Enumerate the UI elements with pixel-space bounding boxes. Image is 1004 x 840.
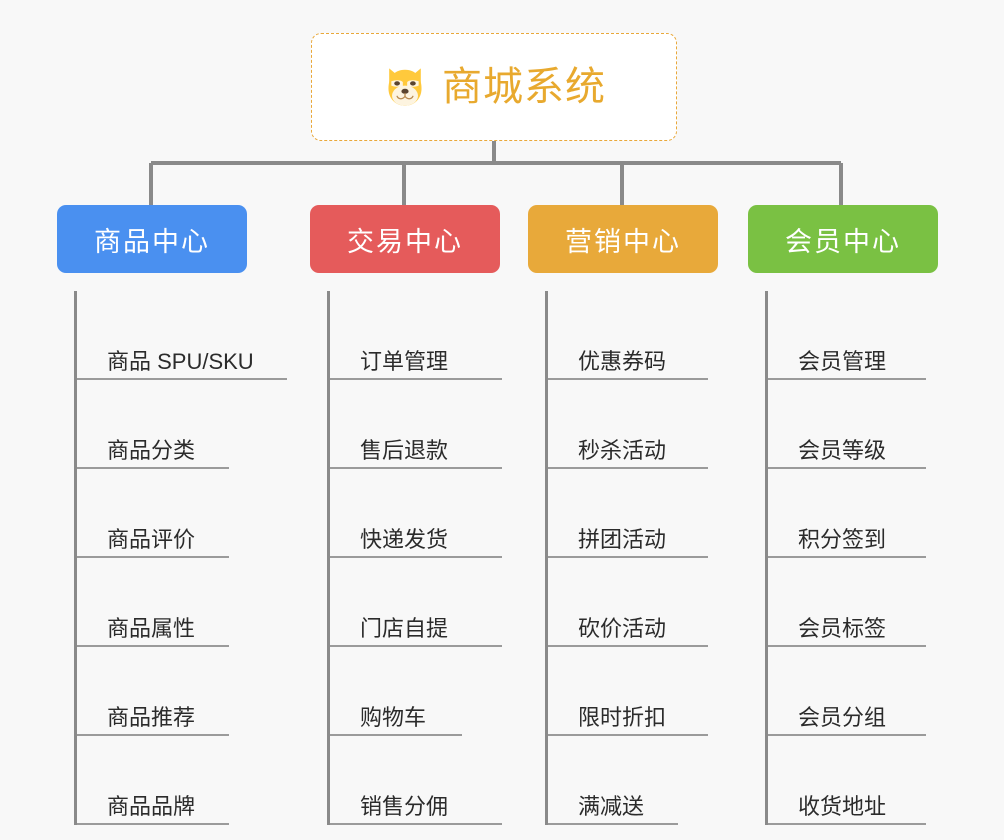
sub-item-rule xyxy=(548,378,708,380)
sub-item-rule xyxy=(77,645,229,647)
branch-card-label: 商品中心 xyxy=(94,226,210,257)
sub-item-label: 优惠券码 xyxy=(578,348,667,374)
sub-item-label: 门店自提 xyxy=(360,615,449,641)
branch-column-1: 交易中心 订单管理 售后退款 快递发货 门店自提 购物车 xyxy=(310,205,502,825)
sub-item[interactable]: 积分签到 xyxy=(768,469,938,558)
sub-item-label: 售后退款 xyxy=(360,437,449,463)
sub-item-label: 积分签到 xyxy=(798,526,887,552)
sub-item-rule xyxy=(330,467,502,469)
sub-item-rule xyxy=(548,467,708,469)
sub-item[interactable]: 快递发货 xyxy=(330,469,502,558)
sub-item-label: 商品分类 xyxy=(107,437,196,463)
sub-item[interactable]: 砍价活动 xyxy=(548,558,718,647)
sub-item-list-1: 订单管理 售后退款 快递发货 门店自提 购物车 销售分佣 xyxy=(327,291,502,825)
sub-item-rule xyxy=(768,823,926,825)
sub-item-rule xyxy=(330,823,502,825)
sub-item-rule xyxy=(77,734,229,736)
sub-item-label: 商品品牌 xyxy=(107,793,196,819)
sub-item-rule xyxy=(548,734,708,736)
sub-item[interactable]: 商品 SPU/SKU xyxy=(77,291,287,380)
sub-item-rule xyxy=(768,378,926,380)
sub-item[interactable]: 商品评价 xyxy=(77,469,254,558)
sub-item[interactable]: 商品属性 xyxy=(77,558,254,647)
sub-item-rule xyxy=(330,378,502,380)
sub-item[interactable]: 秒杀活动 xyxy=(548,380,718,469)
branch-column-0: 商品中心 商品 SPU/SKU 商品分类 商品评价 商品属性 商品推荐 xyxy=(57,205,287,825)
sub-item-label: 砍价活动 xyxy=(578,615,667,641)
branch-card-1[interactable]: 交易中心 xyxy=(310,205,500,273)
root-title: 商城系统 xyxy=(442,65,606,109)
sub-item-label: 收货地址 xyxy=(798,793,887,819)
sub-item[interactable]: 会员管理 xyxy=(768,291,938,380)
sub-item-label: 拼团活动 xyxy=(578,526,667,552)
sub-item-label: 会员标签 xyxy=(798,615,887,641)
sub-item[interactable]: 商品品牌 xyxy=(77,736,254,825)
sub-item[interactable]: 商品推荐 xyxy=(77,647,254,736)
sub-item-label: 会员管理 xyxy=(798,348,887,374)
sub-item[interactable]: 限时折扣 xyxy=(548,647,718,736)
sub-item[interactable]: 优惠券码 xyxy=(548,291,718,380)
branch-card-label: 交易中心 xyxy=(347,226,463,257)
sub-item[interactable]: 订单管理 xyxy=(330,291,502,380)
sub-item-label: 限时折扣 xyxy=(578,704,667,730)
sub-item-label: 快递发货 xyxy=(360,526,449,552)
sub-item-list-3: 会员管理 会员等级 积分签到 会员标签 会员分组 收货地址 xyxy=(765,291,938,825)
sub-item[interactable]: 满减送 xyxy=(548,736,718,825)
sub-item-label: 销售分佣 xyxy=(360,793,449,819)
branch-card-3[interactable]: 会员中心 xyxy=(748,205,938,273)
sub-item[interactable]: 拼团活动 xyxy=(548,469,718,558)
sub-item[interactable]: 商品分类 xyxy=(77,380,254,469)
branch-column-3: 会员中心 会员管理 会员等级 积分签到 会员标签 会员分组 xyxy=(748,205,938,825)
sub-item[interactable]: 会员等级 xyxy=(768,380,938,469)
root-node[interactable]: 商城系统 xyxy=(311,33,677,141)
sub-item[interactable]: 会员标签 xyxy=(768,558,938,647)
sub-item-label: 秒杀活动 xyxy=(578,437,667,463)
sub-item-label: 订单管理 xyxy=(360,348,449,374)
sub-item-rule xyxy=(330,734,462,736)
sub-item-rule xyxy=(77,823,229,825)
sub-item[interactable]: 售后退款 xyxy=(330,380,502,469)
sub-item-rule xyxy=(330,645,502,647)
sub-item-label: 会员等级 xyxy=(798,437,887,463)
sub-item-label: 满减送 xyxy=(578,793,645,819)
sub-item-list-0: 商品 SPU/SKU 商品分类 商品评价 商品属性 商品推荐 商品品牌 xyxy=(74,291,287,825)
sub-item-label: 商品推荐 xyxy=(107,704,196,730)
sub-item-label: 商品属性 xyxy=(107,615,196,641)
sub-item-rule xyxy=(548,823,678,825)
sub-item-rule xyxy=(768,645,926,647)
sub-item-rule xyxy=(77,378,287,380)
sub-item-rule xyxy=(768,734,926,736)
branch-column-2: 营销中心 优惠券码 秒杀活动 拼团活动 砍价活动 限时折扣 xyxy=(528,205,718,825)
sub-item-label: 会员分组 xyxy=(798,704,887,730)
sub-item[interactable]: 销售分佣 xyxy=(330,736,502,825)
sub-item-rule xyxy=(548,645,708,647)
sub-item[interactable]: 收货地址 xyxy=(768,736,938,825)
branch-card-2[interactable]: 营销中心 xyxy=(528,205,718,273)
sub-item[interactable]: 会员分组 xyxy=(768,647,938,736)
sub-item-rule xyxy=(77,556,229,558)
dog-face-icon xyxy=(388,68,422,106)
sub-item-rule xyxy=(548,556,708,558)
branch-card-label: 营销中心 xyxy=(565,226,681,257)
sub-item-list-2: 优惠券码 秒杀活动 拼团活动 砍价活动 限时折扣 满减送 xyxy=(545,291,718,825)
sub-item-rule xyxy=(330,556,502,558)
sub-item-label: 商品评价 xyxy=(107,526,196,552)
sub-item-rule xyxy=(768,467,926,469)
sub-item[interactable]: 购物车 xyxy=(330,647,500,736)
sub-item-label: 购物车 xyxy=(360,704,427,730)
sub-item-rule xyxy=(768,556,926,558)
sub-item[interactable]: 门店自提 xyxy=(330,558,502,647)
sub-item-label: 商品 SPU/SKU xyxy=(107,348,254,374)
sub-item-rule xyxy=(77,467,229,469)
branch-card-0[interactable]: 商品中心 xyxy=(57,205,247,273)
branch-card-label: 会员中心 xyxy=(785,226,901,257)
